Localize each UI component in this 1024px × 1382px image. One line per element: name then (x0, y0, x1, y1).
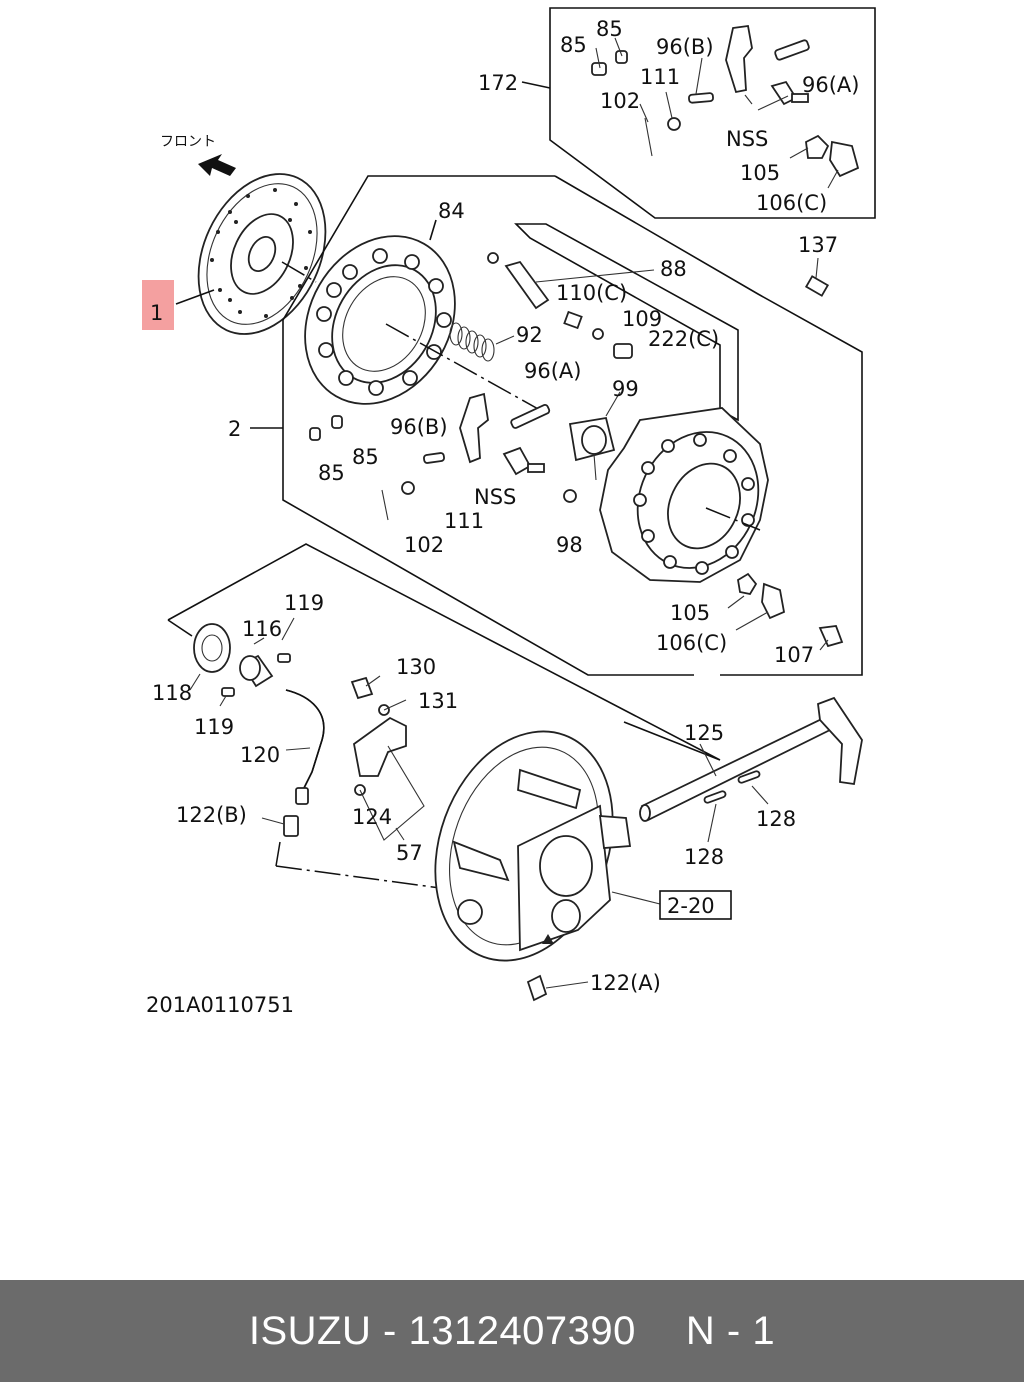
label-box-2-20 (659, 890, 732, 920)
label-111-top: 111 (640, 65, 680, 89)
label-105-top: 105 (740, 161, 780, 185)
clutch-housing-2-20 (434, 730, 732, 1002)
lower-group-box (167, 543, 721, 901)
drawing-number: 201A0110751 (146, 993, 294, 1017)
label-85b: 85 (352, 445, 379, 469)
brand-name: ISUZU (248, 1308, 372, 1353)
diagram-position: N - 1 (685, 1308, 776, 1353)
label-120: 120 (240, 743, 280, 767)
label-119b: 119 (194, 715, 234, 739)
label-nss-top: NSS (726, 127, 768, 151)
label-57: 57 (396, 841, 423, 865)
label-nss: NSS (474, 485, 516, 509)
inset-box-172 (521, 7, 876, 219)
label-98: 98 (556, 533, 583, 557)
label-107: 107 (774, 643, 814, 667)
label-111: 111 (444, 509, 484, 533)
label-2-20: 2-20 (667, 894, 715, 918)
parts-diagram: フロント 1 2 84 88 92 110(C) 109 222(C) 96(A… (142, 7, 876, 1017)
callout-labels: フロント 1 2 84 88 92 110(C) 109 222(C) 96(A… (146, 17, 859, 1017)
label-102-top: 102 (600, 89, 640, 113)
label-137: 137 (798, 233, 838, 257)
label-124: 124 (352, 805, 392, 829)
label-1: 1 (150, 301, 163, 325)
label-106c-top: 106(C) (756, 191, 827, 215)
part-number: 1312407390 (408, 1308, 636, 1353)
clutch-disc-part-1 (175, 173, 327, 335)
label-130: 130 (396, 655, 436, 679)
small-parts-middle (309, 310, 633, 521)
label-118: 118 (152, 681, 192, 705)
part-info-banner: ISUZU - 1312407390 N - 1 (0, 1280, 1024, 1382)
label-105: 105 (670, 601, 710, 625)
lever-part-88 (487, 252, 655, 310)
label-92: 92 (516, 323, 543, 347)
label-122a: 122(A) (590, 971, 661, 995)
label-102: 102 (404, 533, 444, 557)
release-shaft-part-125 (639, 696, 863, 843)
label-172: 172 (478, 71, 518, 95)
label-96b: 96(B) (390, 415, 448, 439)
spring-part-92 (449, 322, 515, 362)
label-109: 109 (622, 307, 662, 331)
label-85c: 85 (560, 33, 587, 57)
label-110c: 110(C) (556, 281, 627, 305)
banner-separator: - (383, 1308, 397, 1353)
label-99: 99 (612, 377, 639, 401)
front-label: フロント (160, 134, 216, 150)
label-128a: 128 (756, 807, 796, 831)
label-122b: 122(B) (176, 803, 247, 827)
label-106c: 106(C) (656, 631, 727, 655)
label-84: 84 (438, 199, 465, 223)
label-125: 125 (684, 721, 724, 745)
label-96b-top: 96(B) (656, 35, 714, 59)
bolts-lower-right (727, 257, 844, 651)
label-2: 2 (228, 417, 241, 441)
pressure-plate-part-84 (281, 219, 541, 411)
label-222c: 222(C) (648, 327, 719, 351)
label-88: 88 (660, 257, 687, 281)
label-96a-top: 96(A) (802, 73, 859, 97)
label-85d: 85 (596, 17, 623, 41)
front-arrow-icon (198, 154, 236, 176)
label-96a: 96(A) (524, 359, 581, 383)
clutch-cover-assembly (599, 407, 769, 583)
label-116: 116 (242, 617, 282, 641)
highlight-marker (142, 280, 174, 330)
label-128b: 128 (684, 845, 724, 869)
label-131: 131 (418, 689, 458, 713)
label-119a: 119 (284, 591, 324, 615)
label-85a: 85 (318, 461, 345, 485)
